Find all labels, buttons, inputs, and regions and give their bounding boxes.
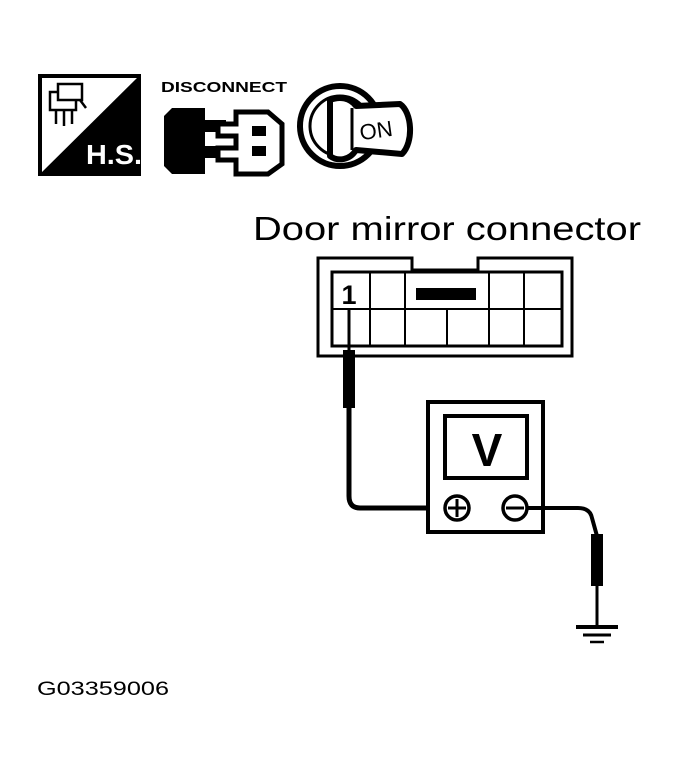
connector-lock-tab [416, 288, 476, 300]
negative-probe-lead [527, 506, 603, 626]
hs-label: H.S. [86, 139, 142, 170]
figure-code: G03359006 [37, 679, 169, 700]
negative-terminal-icon [501, 494, 529, 522]
pin-number-label: 1 [341, 280, 356, 310]
door-mirror-connector: 1 [316, 256, 574, 358]
disconnect-icon: DISCONNECT [161, 79, 287, 177]
harness-side-icon: H.S. [38, 74, 142, 176]
disconnect-label: DISCONNECT [161, 79, 287, 96]
voltmeter: V [426, 400, 545, 534]
ground-icon [576, 625, 618, 644]
ignition-on-label: ON [358, 116, 394, 145]
positive-probe-lead [343, 310, 445, 511]
connector-title: Door mirror connector [253, 210, 641, 247]
voltmeter-display [443, 414, 529, 480]
connector-terminal-grid [330, 270, 564, 348]
voltmeter-unit-label: V [472, 424, 503, 476]
positive-terminal-icon [443, 494, 471, 522]
ignition-on-icon: ON [297, 83, 413, 169]
